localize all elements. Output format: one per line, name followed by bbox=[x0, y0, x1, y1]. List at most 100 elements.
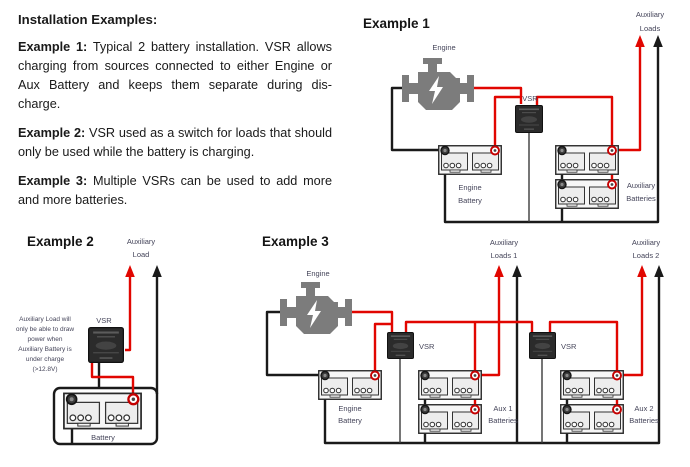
note-line: under charge bbox=[26, 356, 65, 363]
intro-paragraph-line: Example 3: Multiple VSRs can be used to … bbox=[18, 174, 332, 188]
battery-icon bbox=[63, 392, 142, 430]
black-up-arrow-icon bbox=[512, 265, 522, 277]
example3-diagram: Example 3 Auxiliary Loads 1 Auxiliary Lo… bbox=[262, 234, 664, 445]
wire-vsr-to-battery-positive bbox=[90, 363, 135, 395]
engine-label: Engine bbox=[306, 269, 329, 278]
intro-paragraph-line: charging from sources connected to eithe… bbox=[18, 59, 332, 73]
battery-label: Battery bbox=[91, 433, 115, 442]
note-line: power when bbox=[27, 336, 62, 343]
red-wires bbox=[90, 276, 135, 395]
intro-paragraphs: Example 1: Typical 2 battery installatio… bbox=[18, 38, 332, 210]
red-up-arrow-icon bbox=[635, 35, 645, 47]
note-line: only be able to draw bbox=[16, 326, 74, 333]
note-line: (>12.8V) bbox=[32, 366, 57, 373]
intro-paragraph: Example 2: VSR used as a switch for load… bbox=[18, 124, 332, 162]
aux-batteries-label: Auxiliary bbox=[627, 181, 656, 190]
aux-loads1-label: Loads 1 bbox=[491, 251, 518, 260]
aux-batteries-label: Batteries bbox=[626, 194, 656, 203]
wire-vsr-to-aux-positive bbox=[535, 95, 614, 184]
red-up-arrow-icon bbox=[125, 265, 135, 277]
black-arrowheads bbox=[512, 265, 664, 277]
red-wires bbox=[352, 276, 644, 411]
vsr-label: VSR bbox=[522, 94, 538, 103]
red-arrowheads bbox=[635, 35, 645, 47]
example2-diagram: Example 2 Auxiliary Load Auxiliary Load … bbox=[16, 234, 162, 446]
wire-to-engine-battery-positive bbox=[373, 322, 392, 373]
wire-negative-bus bbox=[443, 46, 660, 224]
aux-loads-label: Auxiliary bbox=[636, 10, 665, 19]
engine-battery-label: Engine bbox=[458, 183, 481, 192]
vsr-icon bbox=[87, 327, 125, 363]
aux-loads2-label: Auxiliary bbox=[632, 238, 661, 247]
red-up-arrow-icon bbox=[494, 265, 504, 277]
aux1-batteries-label: Aux 1 bbox=[493, 404, 512, 413]
black-up-arrow-icon bbox=[653, 35, 663, 47]
black-arrowheads bbox=[152, 265, 162, 277]
wire-vsr-to-load bbox=[125, 276, 132, 352]
example1-title: Example 1 bbox=[363, 16, 430, 31]
vsr2-label: VSR bbox=[561, 342, 577, 351]
intro-heading: Installation Examples: bbox=[18, 12, 158, 27]
intro-paragraph: Example 3: Multiple VSRs can be used to … bbox=[18, 172, 332, 210]
vsr-label: VSR bbox=[96, 316, 112, 325]
wire-negative-bus bbox=[323, 276, 661, 445]
wire-engine-to-battery-negative bbox=[390, 86, 442, 152]
intro-text: Installation Examples: Example 1: Typica… bbox=[18, 10, 332, 220]
intro-paragraph-line: Example 1: Typical 2 battery installatio… bbox=[18, 40, 332, 54]
wire-engine-to-battery-negative bbox=[265, 310, 322, 377]
red-up-arrow-icon bbox=[637, 265, 647, 277]
black-up-arrow-icon bbox=[152, 265, 162, 277]
intro-paragraph: Example 1: Typical 2 battery installatio… bbox=[18, 38, 332, 114]
vsr-icon bbox=[515, 105, 543, 133]
aux-loads2-label: Loads 2 bbox=[633, 251, 660, 260]
wire-vsr1-to-vsr2 bbox=[404, 320, 534, 333]
intro-paragraph-line: and more batteries. bbox=[18, 193, 128, 207]
red-arrowheads bbox=[494, 265, 647, 277]
aux-load-label: Load bbox=[133, 250, 150, 259]
vsr2-icon bbox=[529, 332, 556, 359]
wire-engine-to-vsr1 bbox=[352, 310, 394, 333]
example1-diagram: Example 1 Auxiliary Loads Engine VSR Eng… bbox=[363, 10, 665, 224]
wire-battery-ring bbox=[52, 386, 159, 446]
note-line: Auxiliary Load will bbox=[19, 316, 71, 323]
example-label-bold: Example 2: bbox=[18, 126, 86, 140]
aux-load-label: Auxiliary bbox=[127, 237, 156, 246]
aux2-batteries-label: Batteries bbox=[629, 416, 659, 425]
engine-battery-label: Engine bbox=[338, 404, 361, 413]
aux2-battery-top-icon bbox=[560, 370, 624, 400]
wire-to-engine-battery-positive bbox=[493, 95, 521, 148]
engine-icon bbox=[402, 58, 474, 110]
aux1-battery-bottom-icon bbox=[418, 404, 482, 434]
red-wires bbox=[474, 46, 642, 184]
wire-aux1-to-load1 bbox=[475, 276, 501, 377]
intro-paragraph-line: only be used while the battery is chargi… bbox=[18, 145, 255, 159]
vsr1-label: VSR bbox=[419, 342, 435, 351]
intro-paragraph-line: charge. bbox=[18, 97, 61, 111]
engine-label: Engine bbox=[432, 43, 455, 52]
red-arrowheads bbox=[125, 265, 135, 277]
wire-aux-positive-to-load bbox=[612, 46, 642, 152]
intro-paragraph-line: Aux Battery and keeps them separate duri… bbox=[18, 78, 332, 92]
aux-loads-label: Loads bbox=[640, 24, 661, 33]
engine-battery-icon bbox=[318, 370, 382, 400]
black-arrowheads bbox=[653, 35, 663, 47]
black-up-arrow-icon bbox=[654, 265, 664, 277]
example3-title: Example 3 bbox=[262, 234, 329, 249]
engine-icon bbox=[280, 282, 352, 334]
aux1-battery-top-icon bbox=[418, 370, 482, 400]
engine-battery-label: Battery bbox=[338, 416, 362, 425]
intro-paragraph-line: Example 2: VSR used as a switch for load… bbox=[18, 126, 333, 140]
engine-battery-label: Battery bbox=[458, 196, 482, 205]
wire-aux2-to-load2 bbox=[617, 276, 644, 377]
example-label-bold: Example 1: bbox=[18, 40, 88, 54]
wire-vsr2-to-aux2-positive bbox=[548, 320, 619, 411]
vsr1-icon bbox=[387, 332, 414, 359]
aux2-batteries-label: Aux 2 bbox=[634, 404, 653, 413]
wire-engine-to-vsr bbox=[474, 86, 523, 104]
aux-battery-top-icon bbox=[555, 145, 619, 175]
ground-wires bbox=[399, 359, 543, 443]
black-wires bbox=[52, 276, 159, 446]
engine-battery-icon bbox=[438, 145, 502, 175]
aux-loads1-label: Auxiliary bbox=[490, 238, 519, 247]
